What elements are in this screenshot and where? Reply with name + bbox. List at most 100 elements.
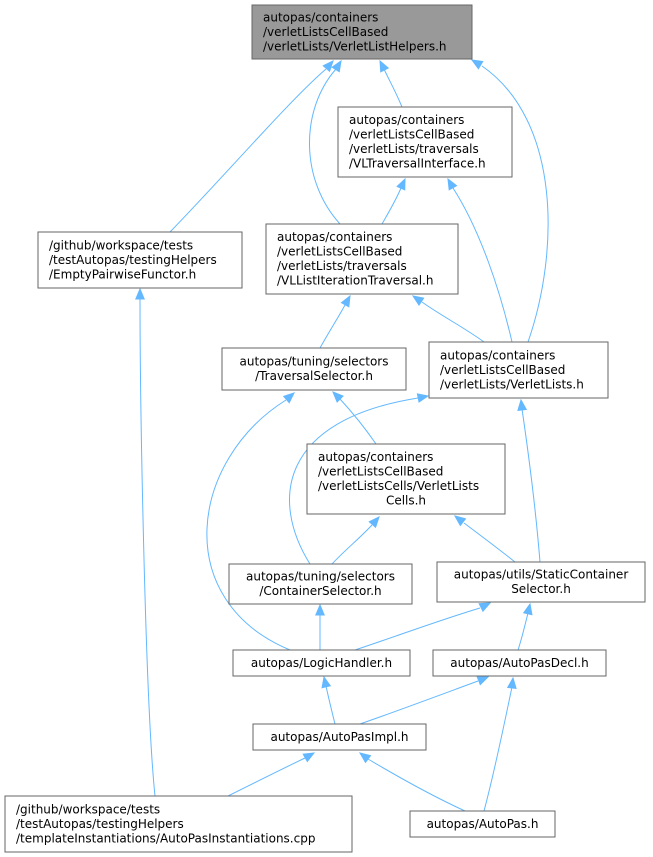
node-label-line: autopas/containers bbox=[440, 348, 555, 362]
node-label-line: autopas/containers bbox=[349, 113, 464, 127]
node-label-line: autopas/AutoPas.h bbox=[427, 817, 539, 831]
edge-arrowhead bbox=[478, 602, 492, 613]
node-box bbox=[228, 563, 413, 605]
node-label-line: /verletListsCellBased bbox=[277, 245, 402, 259]
node-emptypairwisefunctor[interactable]: /github/workspace/tests/testAutopas/test… bbox=[37, 231, 243, 289]
edge-autopas-to-autopasimpl bbox=[358, 752, 466, 812]
edge-arrowhead bbox=[315, 603, 325, 616]
edge-logichandler-to-traversalselector bbox=[206, 392, 295, 651]
edge-verletlistscells-to-traversalselector bbox=[332, 391, 377, 445]
node-containerselector[interactable]: autopas/tuning/selectors/ContainerSelect… bbox=[228, 563, 413, 605]
edge-vllistiter-to-helpers bbox=[309, 59, 342, 225]
node-autopasdecl[interactable]: autopas/AutoPasDecl.h bbox=[432, 649, 607, 677]
edge-containerselector-to-vlcells bbox=[331, 516, 380, 565]
edge-arrowhead bbox=[453, 515, 467, 527]
node-box bbox=[337, 106, 513, 178]
node-box bbox=[37, 231, 243, 289]
edge-instantiations-to-autopasimpl bbox=[227, 752, 316, 797]
node-label-line: autopas/tuning/selectors bbox=[246, 570, 395, 584]
edge-line bbox=[483, 686, 513, 812]
node-label-line: /verletLists/VerletLists.h bbox=[440, 377, 584, 391]
edge-arrowhead bbox=[135, 287, 145, 300]
edge-line bbox=[517, 612, 529, 651]
node-label-line: autopas/containers bbox=[263, 10, 378, 24]
node-autopasinstantiations[interactable]: /github/workspace/tests/testAutopas/test… bbox=[4, 795, 353, 853]
node-label-line: autopas/tuning/selectors bbox=[240, 355, 389, 369]
edge-instantiations-to-emptypairwise bbox=[135, 287, 156, 797]
edge-arrowhead bbox=[506, 676, 517, 689]
edge-traversalselector-to-vllistiter bbox=[319, 294, 351, 349]
node-label-line: Selector.h bbox=[511, 582, 571, 596]
node-traversalselector[interactable]: autopas/tuning/selectors/TraversalSelect… bbox=[221, 347, 407, 391]
edge-arrowhead bbox=[522, 602, 533, 616]
node-box bbox=[232, 649, 411, 677]
node-verletlistscells[interactable]: autopas/containers/verletListsCellBased/… bbox=[306, 443, 506, 515]
edge-arrowhead bbox=[331, 59, 342, 73]
edge-line bbox=[381, 187, 402, 225]
node-box bbox=[265, 223, 459, 295]
edge-line bbox=[383, 68, 403, 108]
edge-emptypairwise-to-helpers bbox=[169, 60, 334, 233]
edge-line bbox=[289, 397, 419, 565]
node-label-line: /verletLists/traversals bbox=[277, 259, 407, 273]
node-label-line: autopas/containers bbox=[277, 230, 392, 244]
node-label-line: /verletListsCellBased bbox=[440, 363, 565, 377]
edge-line bbox=[227, 757, 306, 797]
edge-autopas-to-autopasdecl bbox=[483, 676, 517, 812]
node-verletlists[interactable]: autopas/containers/verletListsCellBased/… bbox=[428, 341, 609, 399]
node-label-line: autopas/AutoPasImpl.h bbox=[270, 730, 408, 744]
node-label-line: autopas/containers bbox=[318, 450, 433, 464]
edge-verletlists-to-vltraversal bbox=[447, 177, 513, 343]
edge-arrowhead bbox=[416, 393, 430, 403]
node-label-line: Cells.h bbox=[386, 494, 426, 508]
edge-arrowhead bbox=[322, 60, 334, 73]
edge-line bbox=[319, 304, 346, 349]
node-box bbox=[409, 810, 556, 838]
node-box bbox=[4, 795, 353, 853]
node-label-line: /VLTraversalInterface.h bbox=[349, 157, 486, 171]
graph-nodes: autopas/containers/verletListsCellBased/… bbox=[4, 4, 646, 853]
node-label-line: autopas/AutoPasDecl.h bbox=[450, 656, 588, 670]
node-box bbox=[436, 561, 646, 603]
node-label-line: /verletListsCells/VerletLists bbox=[318, 479, 479, 493]
node-label-line: /templateInstantiations/AutoPasInstantia… bbox=[16, 831, 315, 845]
node-autopasimpl[interactable]: autopas/AutoPasImpl.h bbox=[252, 723, 427, 751]
node-label-line: /github/workspace/tests bbox=[49, 238, 193, 252]
node-verletlisthelpers: autopas/containers/verletListsCellBased/… bbox=[251, 4, 473, 60]
edge-verletlists-to-vllistiter bbox=[411, 295, 485, 343]
node-box bbox=[221, 347, 407, 391]
edge-containerselector-to-verletlists bbox=[289, 393, 430, 565]
node-label-line: /verletLists/traversals bbox=[349, 142, 479, 156]
node-vllistiterationtraversal[interactable]: autopas/containers/verletListsCellBased/… bbox=[265, 223, 459, 295]
node-label-line: /github/workspace/tests bbox=[16, 802, 160, 816]
edge-line bbox=[325, 685, 336, 725]
node-box bbox=[428, 341, 609, 399]
edge-logichandler-to-containerselector bbox=[315, 603, 325, 650]
edge-arrowhead bbox=[368, 516, 380, 529]
edge-arrowhead bbox=[396, 177, 406, 191]
node-vltraversalinterface[interactable]: autopas/containers/verletListsCellBased/… bbox=[337, 106, 513, 178]
edge-line bbox=[206, 399, 291, 651]
edge-autopasimpl-to-autopasdecl bbox=[359, 676, 490, 725]
edge-line bbox=[521, 408, 541, 563]
edge-line bbox=[139, 297, 156, 797]
edge-line bbox=[169, 68, 327, 233]
edge-arrowhead bbox=[282, 392, 295, 404]
node-label-line: /VLListIterationTraversal.h bbox=[277, 274, 433, 288]
edge-line bbox=[309, 68, 341, 225]
edge-staticselector-to-vlcells bbox=[453, 515, 516, 563]
node-autopas[interactable]: autopas/AutoPas.h bbox=[409, 810, 556, 838]
node-label-line: autopas/utils/StaticContainer bbox=[454, 568, 629, 582]
edge-line bbox=[452, 187, 513, 343]
edge-line bbox=[481, 65, 549, 343]
node-label-line: /EmptyPairwiseFunctor.h bbox=[49, 267, 196, 281]
edge-arrowhead bbox=[321, 675, 332, 689]
edge-verletlists-to-helpers bbox=[470, 59, 549, 343]
node-logichandler[interactable]: autopas/LogicHandler.h bbox=[232, 649, 411, 677]
edge-arrowhead bbox=[358, 752, 372, 764]
edge-arrowhead bbox=[476, 676, 490, 686]
node-box bbox=[252, 723, 427, 751]
edge-arrowhead bbox=[470, 59, 484, 70]
